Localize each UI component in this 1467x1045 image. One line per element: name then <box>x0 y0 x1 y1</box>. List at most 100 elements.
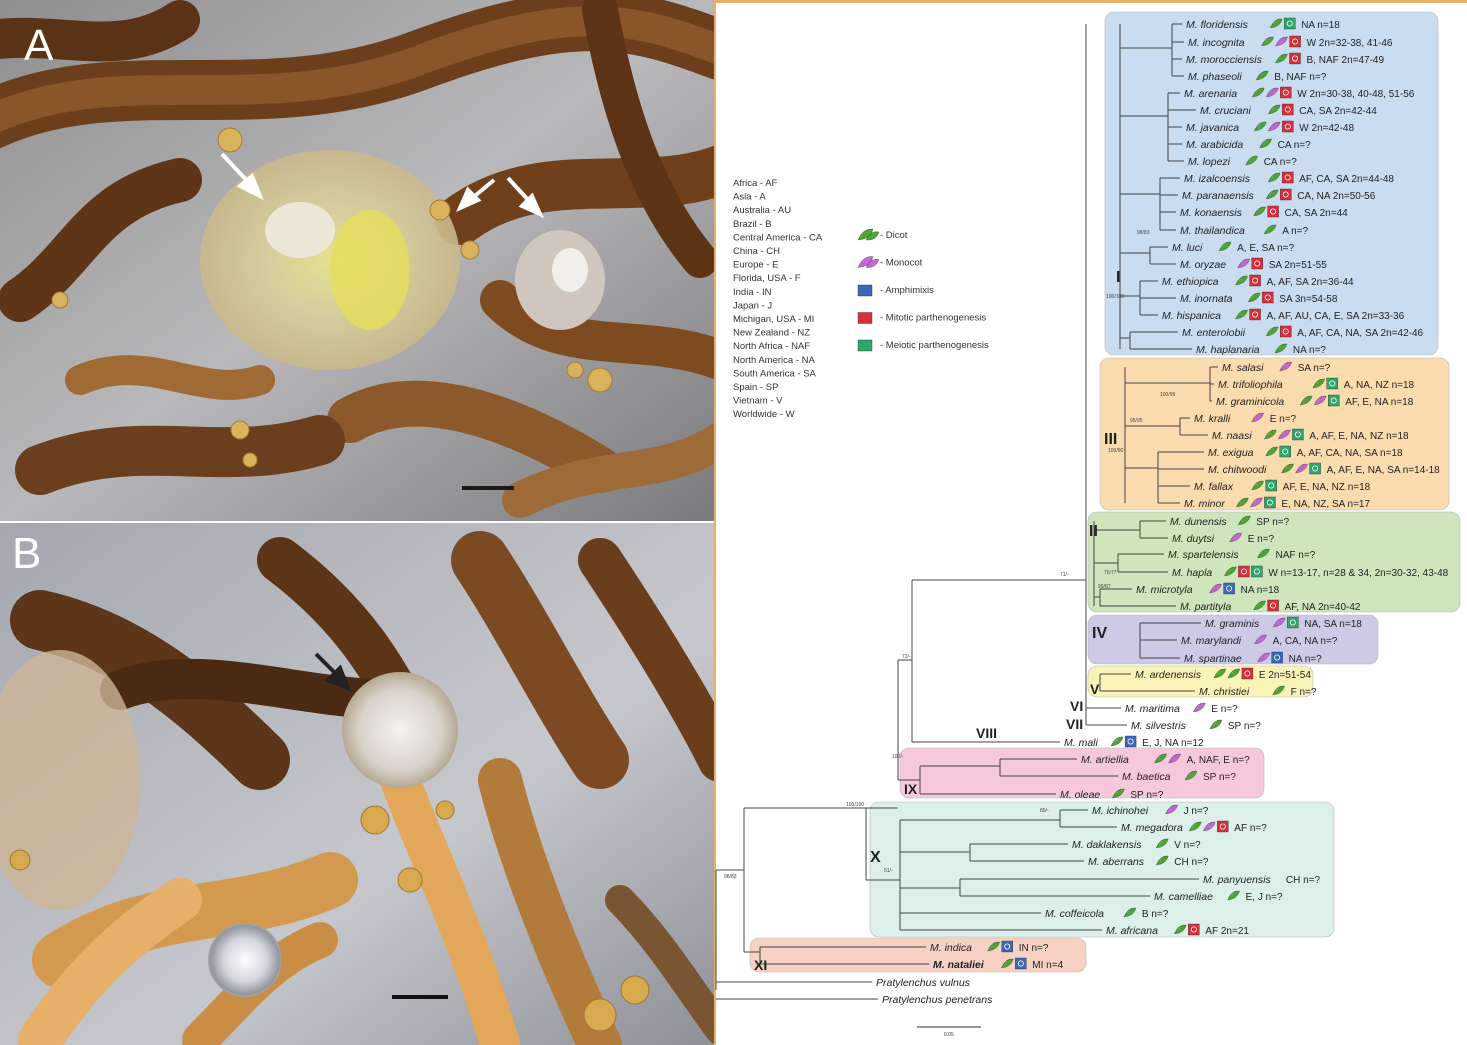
legend-region: South America - SA <box>733 368 817 379</box>
taxon-row: M. daklakensisV n=? <box>1072 839 1201 851</box>
taxon-row: M. izalcoensisAF, CA, SA 2n=44-48 <box>1184 172 1394 185</box>
taxon-info: SA n=? <box>1298 363 1331 374</box>
legend-region: Michigan, USA - MI <box>733 314 814 325</box>
taxon-name: M. microtyla <box>1136 584 1193 596</box>
meiotic-icon <box>1292 429 1303 440</box>
taxon-name: M. haplanaria <box>1196 344 1260 356</box>
mitotic-icon <box>1188 924 1199 935</box>
meiotic-icon <box>1280 446 1291 457</box>
photo-panel-a: A <box>0 0 714 521</box>
taxon-name: M. dunensis <box>1170 516 1227 528</box>
taxon-info: A, NA, NZ n=18 <box>1344 380 1415 391</box>
meiotic-icon <box>1264 497 1275 508</box>
mitotic-icon <box>1217 821 1228 832</box>
taxon-name: Pratylenchus vulnus <box>876 977 971 989</box>
taxon-name: Pratylenchus penetrans <box>882 994 993 1006</box>
taxon-info: E, J, NA n=12 <box>1142 738 1204 749</box>
support-value: 98/83 <box>724 874 737 880</box>
panel-b-label: B <box>12 529 41 578</box>
taxon-info: AF 2n=21 <box>1205 926 1249 937</box>
taxon-name: M. baetica <box>1122 771 1171 783</box>
legend-region: Asia - A <box>733 192 766 203</box>
meiotic-icon <box>858 340 872 351</box>
meiotic-icon <box>1328 395 1339 406</box>
taxon-row: M. thailandicaA n=? <box>1180 225 1308 237</box>
clade-label-iv: IV <box>1092 625 1107 642</box>
taxon-name: M. aberrans <box>1088 856 1145 868</box>
taxon-info: A, AF, AU, CA, E, SA 2n=33-36 <box>1267 311 1405 322</box>
taxon-name: M. izalcoensis <box>1184 173 1251 185</box>
support-value: 100/99 <box>1160 392 1176 398</box>
amphimixis-icon <box>1272 652 1283 663</box>
taxon-info: B n=? <box>1142 909 1169 920</box>
legend-region: Australia - AU <box>733 205 791 216</box>
taxon-info: A, AF, CA, NA, SA n=18 <box>1297 448 1403 459</box>
taxon-name: M. hapla <box>1172 567 1212 579</box>
phylogenetic-tree: 100/10098/83100/9095/95100/9975/7799/877… <box>715 0 1467 1045</box>
taxon-info: A, CA, NA n=? <box>1273 636 1338 647</box>
legend-region: North Africa - NAF <box>733 341 810 352</box>
taxon-info: NA n=18 <box>1301 20 1340 31</box>
taxon-name: M. africana <box>1106 925 1158 937</box>
meiotic-icon <box>1251 566 1262 577</box>
taxon-name: M. enterolobii <box>1182 327 1246 339</box>
taxon-name: M. cruciani <box>1200 105 1251 117</box>
taxon-row: M. cruciani CA, SA 2n=42-44 <box>1200 104 1377 117</box>
taxon-row: M. partityla AF, NA 2n=40-42 <box>1180 600 1361 613</box>
taxon-name: M. arabicida <box>1186 139 1243 151</box>
mitotic-icon <box>1268 206 1279 217</box>
taxon-info: W 2n=30-38, 40-48, 51-56 <box>1297 89 1414 100</box>
taxon-info: A, AF, E, NA, SA n=14-18 <box>1327 465 1441 476</box>
taxon-name: M. lopezi <box>1188 156 1231 168</box>
taxon-info: AF, E, NA, NZ n=18 <box>1283 482 1371 493</box>
clade-label-vi: VI <box>1070 698 1083 714</box>
amphimixis-icon <box>1002 941 1013 952</box>
taxon-row: M. exiguaA, AF, CA, NA, SA n=18 <box>1208 446 1403 459</box>
taxon-name: M. oryzae <box>1180 259 1226 271</box>
legend-region: India - IN <box>733 287 772 298</box>
mitotic-icon <box>1238 566 1249 577</box>
taxon-row: Pratylenchus penetrans <box>882 994 993 1006</box>
taxon-name: M. chitwoodi <box>1208 464 1267 476</box>
taxon-name: M. ethiopica <box>1162 276 1219 288</box>
taxon-name: M. minor <box>1184 498 1225 510</box>
meiotic-icon <box>1310 463 1321 474</box>
meiotic-icon <box>1266 480 1277 491</box>
taxon-info: SP n=? <box>1203 772 1236 783</box>
taxon-name: M. coffeicola <box>1045 908 1104 920</box>
taxon-row: M. silvestrisSP n=? <box>1131 720 1261 732</box>
taxon-info: E n=? <box>1248 534 1275 545</box>
mitotic-icon <box>1280 326 1291 337</box>
taxon-info: CH n=? <box>1286 875 1321 886</box>
taxon-info: AF, NA 2n=40-42 <box>1285 602 1361 613</box>
taxon-info: CA, SA 2n=44 <box>1285 208 1349 219</box>
mitotic-icon <box>1268 600 1279 611</box>
mitotic-icon <box>1290 36 1301 47</box>
legend-region: Europe - E <box>733 260 778 271</box>
taxon-name: M. floridensis <box>1186 19 1249 31</box>
taxon-name: M. partityla <box>1180 601 1232 613</box>
taxon-info: SP n=? <box>1256 517 1289 528</box>
taxon-name: M. silvestris <box>1131 720 1187 732</box>
taxon-info: CH n=? <box>1174 857 1209 868</box>
taxon-info: A, E, SA n=? <box>1237 243 1294 254</box>
photo-panels: A B <box>0 0 714 1045</box>
support-value: 99/87 <box>1098 584 1111 590</box>
taxon-info: F n=? <box>1291 687 1317 698</box>
taxon-name: M. camelliae <box>1154 891 1213 903</box>
taxon-info: E, NA, NZ, SA n=17 <box>1281 499 1370 510</box>
taxon-info: CA, SA 2n=42-44 <box>1299 106 1377 117</box>
monocot-leaf-icon <box>1193 703 1205 712</box>
taxon-info: W 2n=42-48 <box>1299 123 1354 134</box>
legend-region: China - CH <box>733 246 780 257</box>
legend-region: Vietnam - V <box>733 396 783 407</box>
taxon-info: IN n=? <box>1019 943 1049 954</box>
taxon-info: SA 3n=54-58 <box>1279 294 1338 305</box>
legend-region: Florida, USA - F <box>733 273 801 284</box>
taxon-info: SA 2n=51-55 <box>1269 260 1328 271</box>
taxon-info: NAF n=? <box>1276 550 1316 561</box>
taxon-name: M. ichinohei <box>1092 805 1149 817</box>
